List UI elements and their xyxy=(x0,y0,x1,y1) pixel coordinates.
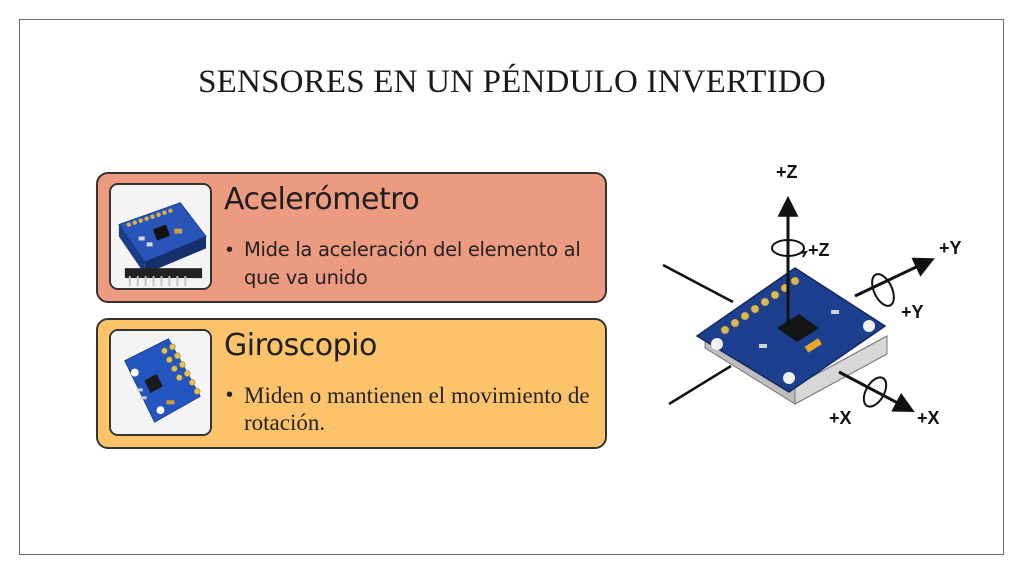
gyroscope-description: Miden o mantienen el movimiento de rotac… xyxy=(244,383,590,435)
bullet-symbol: • xyxy=(226,384,234,406)
x-rotation-icon xyxy=(862,376,888,408)
accelerometer-description: Mide la aceleración del elemento al que … xyxy=(244,238,581,289)
y-axis-label: +Y xyxy=(939,238,962,258)
z-rotation-icon xyxy=(771,239,805,257)
y-rotation-icon xyxy=(871,273,895,307)
gyroscope-thumbnail xyxy=(109,329,212,436)
x-axis-arrow xyxy=(838,370,915,412)
z-rotation-label: +Z xyxy=(808,240,830,260)
accelerometer-thumbnail xyxy=(109,183,212,290)
gyroscope-card: Giroscopio • Miden o mantienen el movimi… xyxy=(96,318,607,449)
accelerometer-heading: Acelerómetro xyxy=(224,182,420,217)
accelerometer-bullet: • Mide la aceleración del elemento al qu… xyxy=(226,236,596,292)
accelerometer-card: Acelerómetro • Mide la aceleración del e… xyxy=(96,172,607,303)
mounting-hole xyxy=(783,372,795,384)
gyroscope-heading: Giroscopio xyxy=(224,328,377,363)
mounting-hole xyxy=(863,320,875,332)
gyroscope-bullet: • Miden o mantienen el movimiento de rot… xyxy=(226,382,596,436)
mpu-axes-diagram: +Z +Z +Y +Y +X +X xyxy=(655,160,985,435)
gyroscope-board-image xyxy=(111,331,210,434)
x-rotation-label: +X xyxy=(829,408,852,428)
mpu-chip xyxy=(777,314,819,342)
slide-title: SENSORES EN UN PÉNDULO INVERTIDO xyxy=(198,64,826,100)
y-axis-arrow xyxy=(854,257,935,298)
y-rotation-label: +Y xyxy=(901,302,924,322)
x-axis-back-line xyxy=(662,263,734,304)
x-axis-label: +X xyxy=(917,408,940,428)
y-axis-back-line xyxy=(668,364,732,406)
bullet-symbol: • xyxy=(226,239,234,261)
mounting-hole xyxy=(711,338,723,350)
accelerometer-board-image xyxy=(111,185,210,288)
mpu-axes-svg: +Z +Z +Y +Y +X +X xyxy=(662,162,962,428)
z-axis-label: +Z xyxy=(776,162,798,182)
